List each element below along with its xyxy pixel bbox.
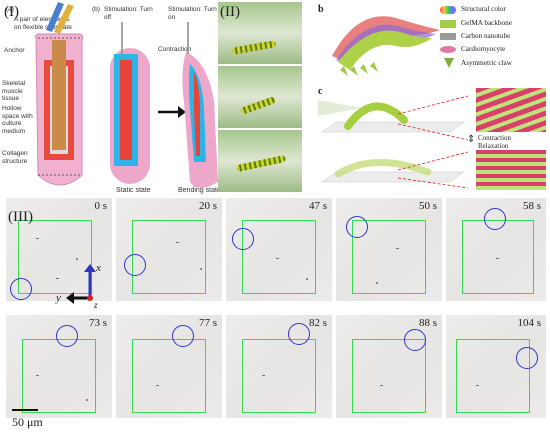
- axis-x-label: x: [96, 262, 101, 274]
- sub-label-b2: b: [318, 4, 324, 15]
- collagen-label: Collagen structure: [2, 150, 28, 165]
- skeletal-label: Skeletal muscle tissue: [2, 80, 26, 102]
- frame-time: 50 s: [418, 200, 437, 212]
- static-state-label: Static state: [116, 187, 151, 194]
- tracked-robot-circle: [172, 325, 194, 347]
- crawl-diagram: [318, 95, 468, 189]
- relaxation-label: Relaxation: [478, 142, 509, 150]
- frame-tile: 88 s: [336, 315, 442, 418]
- tracked-robot-circle: [56, 325, 78, 347]
- soft-robot-2: [239, 96, 277, 115]
- frame-time: 77 s: [198, 317, 217, 329]
- frame-time: 0 s: [94, 200, 107, 212]
- frame-time: 58 s: [522, 200, 541, 212]
- frame-time: 88 s: [418, 317, 437, 329]
- skeletal-actuator-diagram: [34, 2, 84, 186]
- legend-structural-color: Structural color: [461, 5, 506, 13]
- photo-frame-2: [218, 66, 302, 128]
- legend-swatch-gelma: [440, 20, 456, 28]
- tracked-robot-circle: [232, 228, 254, 250]
- frame-tile: 82 s: [226, 315, 332, 418]
- frame-time: 82 s: [308, 317, 327, 329]
- roi-box: [456, 339, 530, 413]
- frame-tile: 77 s: [116, 315, 222, 418]
- frame-tile: 58 s: [446, 198, 546, 301]
- cardiomyocyte-contracted-inset: [476, 88, 546, 132]
- legend-asymmetric-claw: Asymmetric claw: [461, 59, 512, 67]
- soft-robot-1: [231, 40, 277, 55]
- tracked-robot-circle: [346, 216, 368, 238]
- frame-time: 104 s: [517, 317, 541, 329]
- tracked-robot-circle: [124, 254, 146, 276]
- sub-label-a: (a): [6, 6, 14, 13]
- frame-tile: 104 s: [446, 315, 546, 418]
- tracked-robot-circle: [10, 278, 32, 300]
- legend-gelma-backbone: GelMA backbone: [461, 19, 512, 27]
- stim-on-label: Stimulation: Turn on: [168, 6, 217, 21]
- frame-tile: 50 s: [336, 198, 442, 301]
- photo-frame-3: [218, 130, 302, 192]
- frame-tile: 0 s: [6, 198, 112, 301]
- cardiomyocyte-relaxed-inset: [476, 150, 546, 190]
- contraction-label-2: Contraction: [478, 134, 512, 142]
- legend-swatch-structural-color: [440, 6, 456, 14]
- legend-swatch-cnt: [440, 33, 456, 40]
- roi-box: [132, 339, 206, 413]
- frame-time: 73 s: [88, 317, 107, 329]
- axis-y-label: y: [56, 292, 61, 304]
- legend-swatch-cardiomyocyte: [440, 46, 456, 53]
- scale-bar: [12, 409, 38, 411]
- roi-box: [22, 339, 96, 413]
- tracked-robot-circle: [516, 347, 538, 369]
- panel-label-II: (II): [220, 4, 240, 20]
- legend-carbon-nanotube: Carbon nanotube: [461, 32, 511, 40]
- sub-label-c: c: [318, 86, 323, 97]
- roi-box: [242, 339, 316, 413]
- axis-z-label: z: [94, 300, 98, 310]
- bending-diagram: [110, 22, 218, 188]
- roi-box: [242, 220, 316, 294]
- anchor-label: Anchor: [4, 47, 25, 54]
- legend-cardiomyocyte: Cardiomyocyte: [461, 45, 506, 53]
- frame-tile: 20 s: [116, 198, 222, 301]
- soft-robot-3: [235, 154, 287, 173]
- tracked-robot-circle: [484, 208, 506, 230]
- contraction-label: Contraction: [158, 46, 192, 53]
- frame-time: 47 s: [308, 200, 327, 212]
- tracked-robot-circle: [404, 329, 426, 351]
- stim-off-label: Stimulation: Turn off: [104, 6, 153, 21]
- sub-label-b: (b): [92, 6, 100, 13]
- legend-swatch-claw: [444, 58, 454, 68]
- roi-box: [462, 220, 534, 294]
- hollow-label: Hollow space with culture medium: [2, 105, 33, 135]
- scale-bar-label: 50 μm: [12, 415, 43, 429]
- photo-frame-1: [218, 2, 302, 64]
- panel-label-III: (III): [8, 209, 33, 225]
- up-down-arrow-icon: ⇕: [467, 134, 476, 145]
- axis-triad: [66, 264, 96, 304]
- roi-box: [352, 220, 426, 294]
- electrodes-label: A pair of electrodes on flexible substra…: [14, 16, 72, 31]
- structure-3d-model: [332, 16, 440, 76]
- roi-box: [352, 339, 426, 413]
- bending-state-label: Bending state: [178, 187, 221, 194]
- frame-tile: 73 s: [6, 315, 112, 418]
- frame-tile: 47 s: [226, 198, 332, 301]
- roi-box: [18, 220, 92, 294]
- panel-label-I: (I): [4, 4, 19, 20]
- frame-time: 20 s: [198, 200, 217, 212]
- tracked-robot-circle: [288, 323, 310, 345]
